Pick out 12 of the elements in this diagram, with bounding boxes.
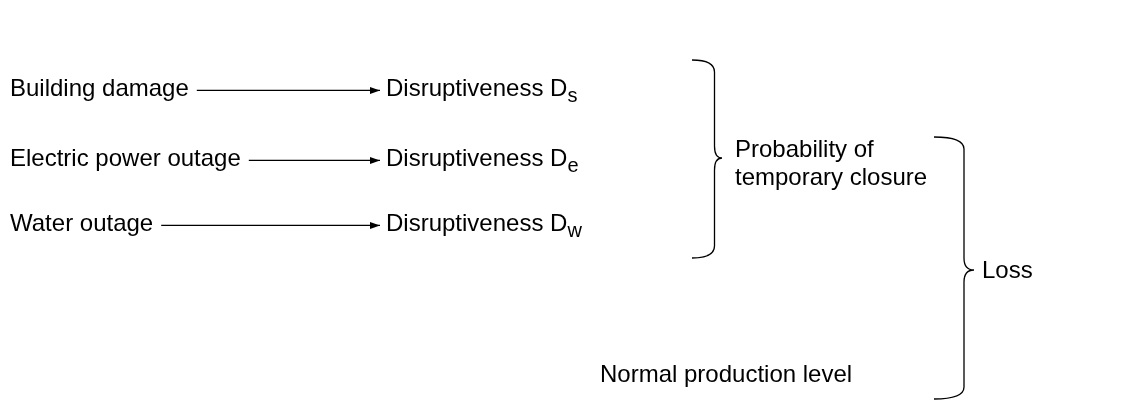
arrow <box>196 86 381 94</box>
label-text: Normal production level <box>600 360 853 388</box>
node-text: Disruptiveness D$_{w}$ <box>386 209 582 244</box>
arrow <box>248 156 381 164</box>
node-text: Disruptiveness D$_{e}$ <box>386 144 579 179</box>
node-text: Building damage <box>10 74 189 102</box>
label-text: Probability of temporary closure <box>735 135 929 191</box>
node-text: Water outage <box>10 209 154 237</box>
node-text: Disruptiveness D$_{s}$ <box>386 74 578 109</box>
label-text: Loss <box>982 256 1033 284</box>
node-text: Electric power outage <box>10 144 241 172</box>
arrow <box>160 221 381 229</box>
